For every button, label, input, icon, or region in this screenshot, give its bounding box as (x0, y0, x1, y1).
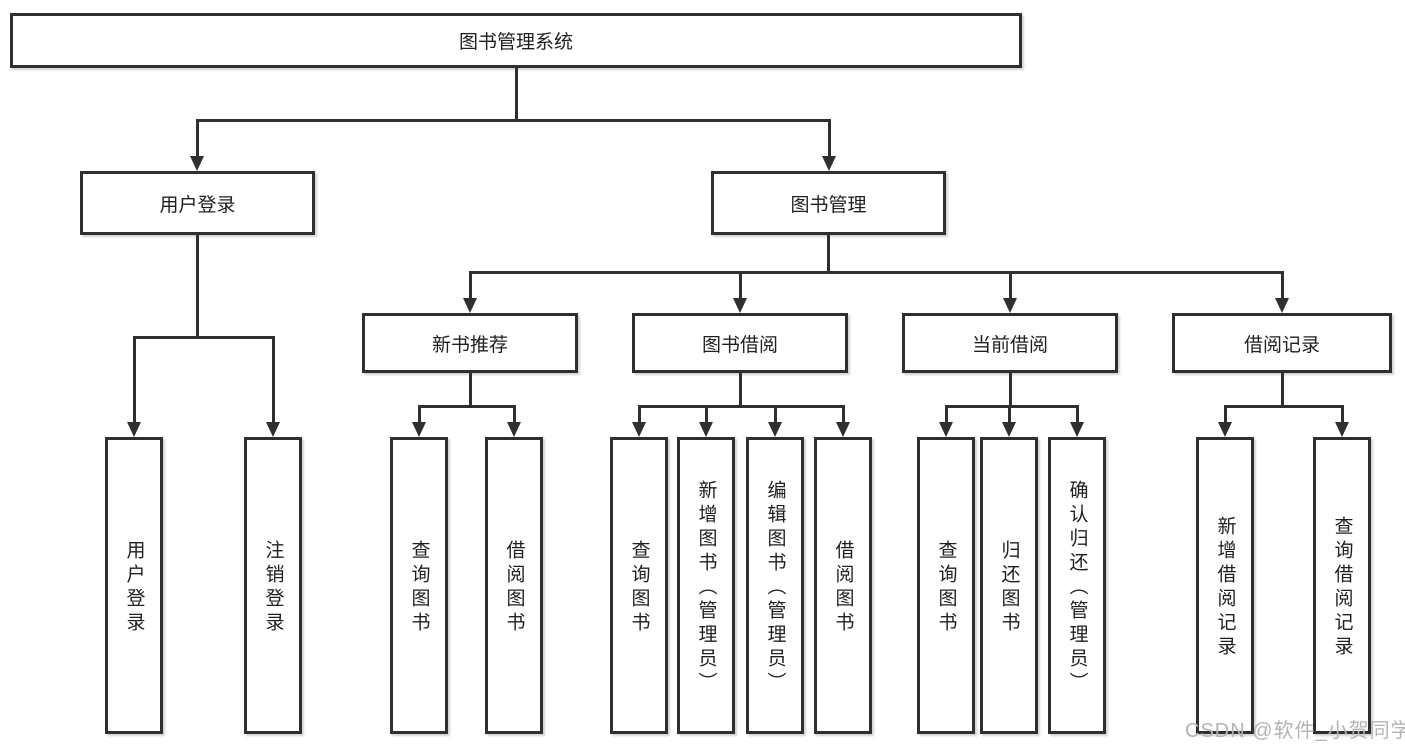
connector-current-borrow-vline (1009, 373, 1012, 408)
arrow-borrow-record-child-0 (1218, 405, 1232, 437)
arrow-book-borrow-child-3 (836, 405, 850, 437)
node-leaf-new-book-borrow: 借阅图书 (485, 437, 543, 734)
connector-book-mgmt-hline (470, 271, 1283, 274)
node-book-borrow: 图书借阅 (632, 313, 848, 373)
connector-borrow-record-hline (1225, 405, 1343, 408)
arrow-to-user-login (190, 119, 204, 171)
node-leaf-logout: 注销登录 (244, 437, 302, 734)
connector-borrow-record-vline (1281, 373, 1284, 408)
node-root: 图书管理系统 (10, 13, 1022, 68)
arrow-to-borrow-record (1275, 271, 1289, 313)
arrow-to-leaf-user-login (127, 336, 141, 437)
node-leaf-borrow-add: 新增图书（管理员） (677, 437, 735, 734)
arrow-current-borrow-child-0 (939, 405, 953, 437)
csdn-watermark: CSDN @软件_小贺同学 (1185, 720, 1405, 742)
node-current-borrow: 当前借阅 (902, 313, 1118, 373)
arrow-book-borrow-child-2 (768, 405, 782, 437)
arrow-new-book-child-1 (507, 405, 521, 437)
node-leaf-record-add: 新增借阅记录 (1196, 437, 1254, 734)
connector-current-borrow-hline (945, 405, 1079, 408)
connector-new-book-vline (469, 373, 472, 408)
node-book-mgmt: 图书管理 (711, 171, 946, 235)
arrow-current-borrow-child-2 (1070, 405, 1084, 437)
node-borrow-record: 借阅记录 (1172, 313, 1392, 373)
arrow-book-borrow-child-1 (699, 405, 713, 437)
arrow-borrow-record-child-1 (1335, 405, 1349, 437)
node-new-book: 新书推荐 (362, 313, 578, 373)
node-user-login: 用户登录 (80, 171, 315, 235)
arrow-to-leaf-logout (266, 336, 280, 437)
node-leaf-current-return: 归还图书 (980, 437, 1038, 734)
connector-book-borrow-hline (639, 405, 844, 408)
connector-book-mgmt-vline (827, 235, 830, 273)
connector-new-book-hline (419, 405, 515, 408)
node-leaf-new-book-query: 查询图书 (390, 437, 448, 734)
connector-root-vline (515, 68, 518, 120)
node-leaf-current-query: 查询图书 (917, 437, 975, 734)
connector-root-hline (197, 119, 829, 122)
arrow-to-new-book (463, 271, 477, 313)
arrow-book-borrow-child-0 (632, 405, 646, 437)
arrow-new-book-child-0 (412, 405, 426, 437)
node-leaf-current-confirm: 确认归还（管理员） (1048, 437, 1106, 734)
node-leaf-record-query: 查询借阅记录 (1313, 437, 1371, 734)
connector-book-borrow-vline (739, 373, 742, 408)
node-leaf-user-login: 用户登录 (105, 437, 163, 734)
node-leaf-borrow-query: 查询图书 (610, 437, 668, 734)
arrow-to-book-borrow (733, 271, 747, 313)
arrow-to-current-borrow (1003, 271, 1017, 313)
connector-user-login-hline (134, 336, 274, 339)
node-leaf-borrow-edit: 编辑图书（管理员） (746, 437, 804, 734)
node-leaf-borrow-borrow: 借阅图书 (814, 437, 872, 734)
arrow-to-book-mgmt (822, 119, 836, 171)
connector-user-login-vline (196, 235, 199, 338)
arrow-current-borrow-child-1 (1002, 405, 1016, 437)
